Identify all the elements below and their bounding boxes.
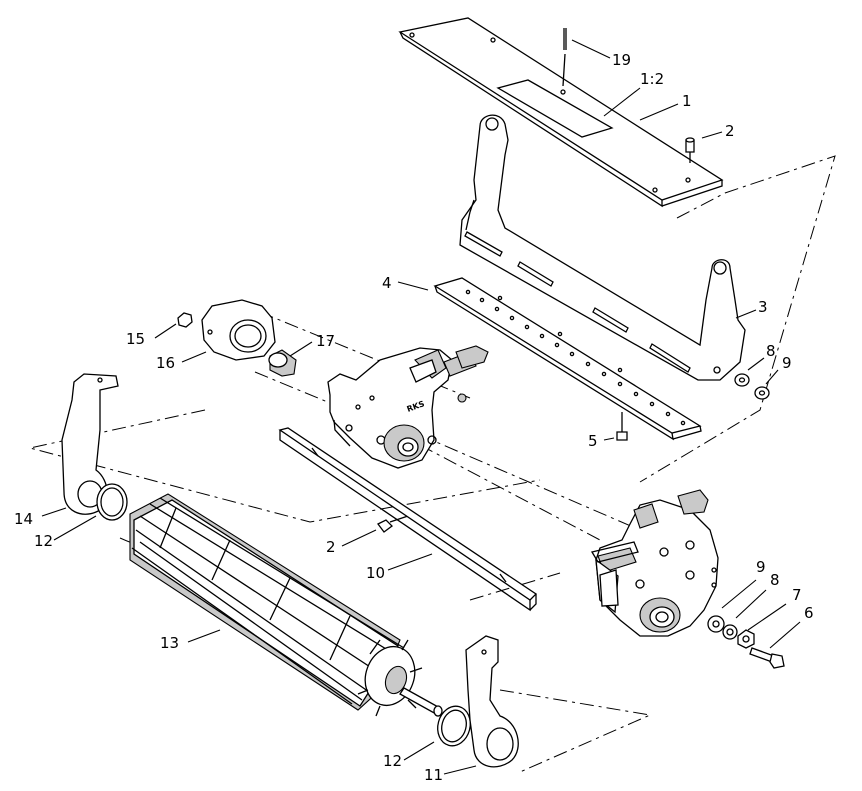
part-8-washer-top bbox=[734, 373, 750, 387]
leader-lines bbox=[41, 39, 801, 775]
callout-7: 7 bbox=[792, 586, 802, 604]
part-2-bolt-top bbox=[685, 137, 695, 163]
right-side-plate bbox=[590, 489, 719, 637]
part-17-bushing bbox=[268, 349, 297, 377]
part-9-washer-top bbox=[754, 386, 770, 400]
part-9-washer-bottom bbox=[707, 615, 725, 633]
callout-10: 10 bbox=[366, 564, 385, 582]
callout-6: 6 bbox=[804, 604, 814, 622]
callout-14: 14 bbox=[14, 510, 33, 528]
callout-11: 11 bbox=[424, 766, 443, 784]
part-10-bar bbox=[278, 427, 538, 612]
callout-2-middle: 2 bbox=[326, 538, 336, 556]
callout-12-top: 12 bbox=[34, 532, 53, 550]
callout-1: 1 bbox=[682, 92, 692, 110]
callout-9-top: 9 bbox=[782, 354, 792, 372]
callout-17: 17 bbox=[316, 332, 335, 350]
callout-1-2: 1:2 bbox=[640, 70, 664, 88]
left-side-plate: RKS bbox=[327, 345, 489, 469]
callout-16: 16 bbox=[156, 354, 175, 372]
callout-3: 3 bbox=[758, 298, 768, 316]
part-4-bedbar bbox=[433, 277, 702, 441]
part-12-ring-bottom bbox=[437, 705, 471, 747]
part-11-bracket-right bbox=[465, 635, 519, 768]
part-8-washer-bottom bbox=[722, 624, 738, 640]
callout-12-bottom: 12 bbox=[383, 752, 402, 770]
callout-19: 19 bbox=[612, 51, 631, 69]
callout-9-bottom: 9 bbox=[756, 558, 766, 576]
callout-13: 13 bbox=[160, 634, 179, 652]
part-7-nut bbox=[737, 629, 755, 649]
part-13-reel bbox=[129, 493, 443, 717]
part-15-nut bbox=[177, 312, 193, 328]
callout-5: 5 bbox=[588, 432, 598, 450]
center-lines bbox=[29, 155, 836, 773]
callout-4: 4 bbox=[382, 274, 392, 292]
part-19-screw bbox=[560, 28, 567, 95]
callout-2-top: 2 bbox=[725, 122, 735, 140]
part-3-frame bbox=[459, 114, 746, 381]
callout-15: 15 bbox=[126, 330, 145, 348]
part-1-2-label-plate bbox=[496, 79, 614, 138]
callout-8-bottom: 8 bbox=[770, 571, 780, 589]
part-12-ring-top bbox=[96, 483, 128, 521]
part-6-bolt bbox=[749, 647, 785, 669]
part-2-bolt-middle bbox=[377, 515, 409, 533]
callout-8-top: 8 bbox=[766, 342, 776, 360]
part-5-bolt bbox=[616, 412, 628, 441]
part-16-counterweight bbox=[201, 299, 276, 361]
callout-labels: 19 1:2 1 2 4 3 15 17 16 8 9 5 14 12 2 10… bbox=[14, 51, 814, 784]
